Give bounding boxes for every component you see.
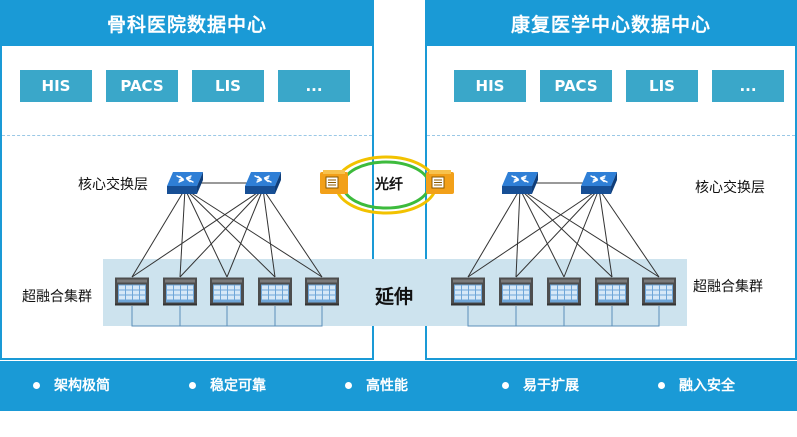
right-core-switch-1-icon (502, 172, 538, 194)
bullet-icon (658, 381, 665, 389)
left-server-2-icon (163, 277, 197, 306)
right-app-pacs: PACS (540, 70, 612, 102)
bottom-spacer (0, 411, 797, 437)
feature-text-2: 稳定可靠 (210, 378, 266, 394)
bullet-icon (33, 381, 40, 389)
left-app-pacs: PACS (106, 70, 178, 102)
left-divider (2, 135, 372, 136)
bullet-icon (189, 381, 196, 389)
left-server-4-icon (258, 277, 292, 306)
bullet-icon (502, 381, 509, 389)
feature-text-3: 高性能 (366, 378, 408, 394)
feature-text-1: 架构极简 (54, 378, 110, 394)
cluster-band (103, 259, 687, 326)
feature-item-4: 易于扩展 (502, 375, 579, 395)
right-app-more: ... (712, 70, 784, 102)
right-server-1-icon (451, 277, 485, 306)
left-server-1-icon (115, 277, 149, 306)
left-core-switch-2-icon (245, 172, 281, 194)
left-server-3-icon (210, 277, 244, 306)
right-datacenter-title: 康复医学中心数据中心 (427, 0, 795, 46)
left-app-his: HIS (20, 70, 92, 102)
right-divider (427, 135, 795, 136)
bullet-icon (345, 381, 352, 389)
feature-item-3: 高性能 (345, 375, 408, 395)
left-app-more: ... (278, 70, 350, 102)
feature-text-5: 融入安全 (679, 378, 735, 394)
feature-item-2: 稳定可靠 (189, 375, 266, 395)
left-cluster-label: 超融合集群 (22, 289, 92, 305)
feature-text-4: 易于扩展 (523, 378, 579, 394)
left-core-switch-1-icon (167, 172, 203, 194)
right-server-4-icon (595, 277, 629, 306)
right-datacenter-title-text: 康复医学中心数据中心 (510, 13, 711, 36)
right-server-3-icon (547, 277, 581, 306)
left-app-lis: LIS (192, 70, 264, 102)
right-app-lis: LIS (626, 70, 698, 102)
left-server-5-icon (305, 277, 339, 306)
fiber-label: 光纤 (375, 177, 403, 193)
feature-item-1: 架构极简 (33, 375, 110, 395)
extend-label: 延伸 (375, 286, 414, 308)
left-datacenter-title: 骨科医院数据中心 (2, 0, 372, 46)
right-server-5-icon (642, 277, 676, 306)
feature-item-5: 融入安全 (658, 375, 735, 395)
right-cluster-label: 超融合集群 (693, 279, 763, 295)
right-core-switch-2-icon (581, 172, 617, 194)
right-uplinks (467, 182, 660, 278)
right-optical-transceiver-icon (426, 170, 454, 194)
left-optical-transceiver-icon (320, 170, 348, 194)
left-datacenter-title-text: 骨科医院数据中心 (106, 13, 267, 36)
cluster-interconnect (131, 306, 660, 327)
left-core-layer-label: 核心交换层 (78, 177, 148, 193)
right-app-his: HIS (454, 70, 526, 102)
right-core-layer-label: 核心交换层 (695, 180, 765, 196)
right-server-2-icon (499, 277, 533, 306)
left-uplinks (131, 182, 323, 278)
